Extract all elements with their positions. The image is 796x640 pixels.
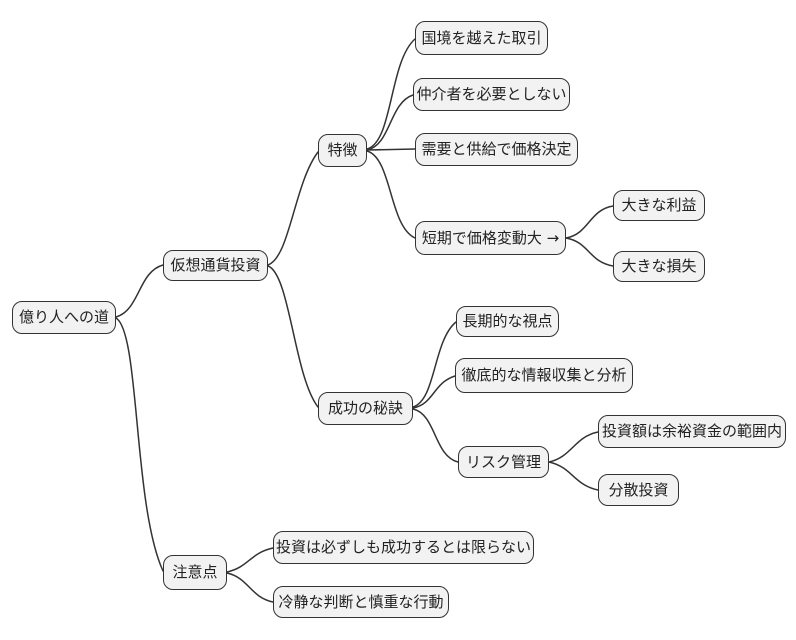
edge-features-to-nointermediary: [366, 94, 414, 151]
node-invest-within-surplus: 投資額は余裕資金の範囲内: [598, 415, 786, 448]
edge-root-to-cautions: [115, 317, 164, 572]
edge-cautions-to-nosuccess: [226, 547, 274, 573]
edge-features-to-supplydemand: [366, 148, 416, 151]
node-crypto-investment: 仮想通貨投資: [163, 250, 268, 281]
node-no-intermediary: 仲介者を必要としない: [413, 78, 570, 111]
edge-root-to-crypto: [115, 264, 164, 318]
edge-risk-to-surplus: [548, 431, 599, 463]
node-supply-demand-pricing: 需要と供給で価格決定: [415, 133, 578, 166]
edge-cautions-to-calm: [226, 572, 274, 603]
edge-features-to-crossborder: [366, 38, 416, 150]
node-long-term-view: 長期的な視点: [456, 306, 559, 337]
edge-shortterm-to-profit: [565, 205, 614, 239]
edge-crypto-to-success: [267, 265, 319, 408]
node-features: 特徴: [318, 134, 367, 167]
edge-features-to-shortterm: [366, 150, 416, 239]
node-root: 億り人への道: [12, 301, 116, 334]
node-success-secrets: 成功の秘訣: [318, 392, 413, 425]
node-big-loss: 大きな損失: [613, 251, 705, 282]
node-diversification: 分散投資: [598, 474, 679, 506]
node-short-term-volatility: 短期で価格変動大 →: [415, 221, 566, 255]
edge-success-to-risk: [412, 408, 459, 463]
edge-success-to-longterm: [412, 321, 457, 408]
node-no-guaranteed-success: 投資は必ずしも成功するとは限らない: [273, 531, 534, 564]
edge-success-to-info: [412, 375, 456, 409]
edge-shortterm-to-loss: [565, 237, 614, 267]
node-risk-management: リスク管理: [458, 446, 549, 478]
node-big-profit: 大きな利益: [613, 190, 705, 221]
edge-risk-to-diversify: [548, 461, 599, 491]
node-thorough-research: 徹底的な情報収集と分析: [455, 358, 633, 393]
node-cautions: 注意点: [163, 555, 227, 590]
edge-crypto-to-features: [267, 151, 319, 266]
node-cross-border-trading: 国境を越えた取引: [415, 21, 548, 55]
node-calm-careful-action: 冷静な判断と慎重な行動: [273, 586, 449, 618]
